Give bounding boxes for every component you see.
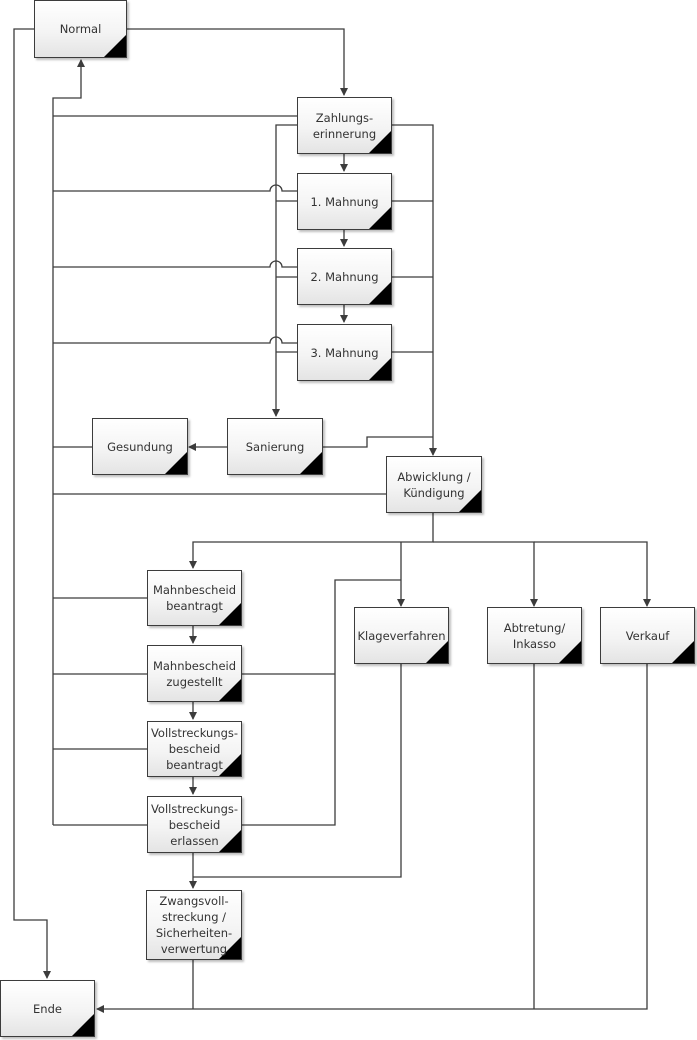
corner-triangle-icon — [369, 131, 391, 153]
edge-abwicklung-abtretung — [433, 541, 538, 607]
edge-mahnung-bus-abwicklung — [392, 124, 437, 456]
node-verkauf[interactable]: Verkauf — [600, 607, 695, 664]
node-vollstreckungsbescheid-beantragt[interactable]: Vollstreckungs- bescheid beantragt — [147, 721, 242, 777]
node-vollstreckungsbescheid-erlassen[interactable]: Vollstreckungs- bescheid erlassen — [147, 796, 242, 853]
corner-triangle-icon — [559, 641, 581, 663]
edge-abwicklung-branch — [189, 513, 434, 569]
corner-triangle-icon — [369, 282, 391, 304]
corner-triangle-icon — [72, 1014, 94, 1036]
node-label: Vollstreckungs- bescheid erlassen — [150, 801, 239, 848]
node-label: 2. Mahnung — [310, 269, 379, 284]
corner-triangle-icon — [300, 452, 322, 474]
node-label: Vollstreckungs- bescheid beantragt — [150, 726, 239, 772]
node-mahnbescheid-zugestellt[interactable]: Mahnbescheid zugestellt — [147, 645, 242, 702]
corner-triangle-icon — [104, 35, 126, 57]
node-mahnbescheid-beantragt[interactable]: Mahnbescheid beantragt — [147, 570, 242, 626]
edge-sanierung-abwicklung — [323, 436, 433, 448]
node-label: Zwangsvoll- streckung / Sicherheiten- ve… — [155, 894, 233, 956]
corner-triangle-icon — [219, 754, 241, 776]
edge-abwicklung-verkauf — [534, 541, 651, 607]
node-mahnung-3[interactable]: 3. Mahnung — [297, 324, 392, 381]
node-label: Mahnbescheid zugestellt — [152, 658, 237, 689]
edge-mahnung3-normal — [53, 336, 297, 344]
corner-triangle-icon — [369, 358, 391, 380]
corner-triangle-icon — [165, 452, 187, 474]
node-label: Klageverfahren — [357, 628, 446, 643]
node-label: Gesundung — [107, 439, 173, 454]
node-ende[interactable]: Ende — [0, 980, 95, 1037]
corner-triangle-icon — [426, 641, 448, 663]
node-label: Zahlungs- erinnerung — [312, 110, 377, 141]
node-label: Normal — [59, 22, 102, 36]
node-mahnung-1[interactable]: 1. Mahnung — [297, 173, 392, 230]
node-mahnung-2[interactable]: 2. Mahnung — [297, 248, 392, 305]
node-label: Mahnbescheid beantragt — [152, 583, 237, 613]
node-label: Sanierung — [245, 439, 305, 454]
edge-mahn-klage-bus — [238, 579, 401, 826]
corner-triangle-icon — [459, 490, 481, 512]
node-label: Verkauf — [625, 628, 670, 643]
node-normal[interactable]: Normal — [34, 0, 127, 58]
edge-mahnung-bus-sanierung — [272, 124, 297, 417]
corner-triangle-icon — [672, 641, 694, 663]
node-label: Abtretung/ Inkasso — [503, 620, 566, 651]
node-zwangsvollstreckung[interactable]: Zwangsvoll- streckung / Sicherheiten- ve… — [146, 890, 242, 960]
corner-triangle-icon — [369, 207, 391, 229]
node-label: Ende — [33, 1001, 62, 1016]
edge-bottom-ende-bus — [96, 664, 648, 1013]
corner-triangle-icon — [219, 679, 241, 701]
corner-triangle-icon — [219, 830, 241, 852]
node-gesundung[interactable]: Gesundung — [92, 418, 188, 475]
corner-triangle-icon — [219, 937, 241, 959]
corner-triangle-icon — [219, 603, 241, 625]
node-abtretung-inkasso[interactable]: Abtretung/ Inkasso — [487, 607, 582, 664]
node-klageverfahren[interactable]: Klageverfahren — [354, 607, 449, 664]
node-sanierung[interactable]: Sanierung — [227, 418, 323, 475]
node-label: 1. Mahnung — [310, 194, 379, 209]
edge-normal-zahlungserinnerung — [127, 28, 348, 96]
edge-klageverfahren-zwangsvollstreckung — [193, 664, 402, 878]
edge-mahnung2-normal — [53, 260, 297, 268]
node-label: Abwicklung / Kündigung — [397, 469, 471, 500]
edge-normal-ende — [13, 28, 51, 979]
node-abwicklung[interactable]: Abwicklung / Kündigung — [386, 456, 482, 513]
node-zahlungserinnerung[interactable]: Zahlungs- erinnerung — [297, 97, 392, 154]
edge-mahnung1-normal — [53, 184, 297, 192]
node-label: 3. Mahnung — [310, 345, 379, 360]
edge-return-bus-normal — [52, 59, 85, 825]
